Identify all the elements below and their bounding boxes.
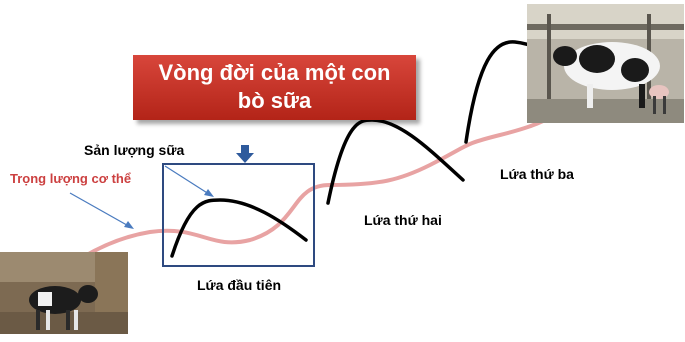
- milk-curve-first: [170, 198, 308, 258]
- title-line-1: Vòng đời của một con: [158, 60, 391, 85]
- title-banner: Vòng đời của một con bò sữa: [133, 55, 416, 120]
- down-arrow-shaft: [241, 145, 249, 154]
- title-line-2: bò sữa: [237, 88, 312, 113]
- calf-photo: [0, 252, 128, 334]
- first-lactation-label: Lứa đầu tiên: [197, 277, 282, 293]
- body-weight-curve: [23, 58, 622, 302]
- dairy-cow-photo-icon: [527, 4, 684, 123]
- milk-yield-pointer-arrow: [164, 165, 213, 197]
- body-weight-pointer-arrowhead: [124, 221, 134, 229]
- first-lactation-box: [162, 163, 315, 267]
- cow-photo: [527, 4, 684, 123]
- second-lactation-label: Lứa thứ hai: [364, 212, 442, 228]
- body-weight-label: Trọng lượng cơ thể: [10, 171, 132, 186]
- third-lactation-label: Lứa thứ ba: [500, 166, 574, 182]
- milk-curve-second: [326, 118, 465, 205]
- calf-photo-icon: [0, 252, 128, 334]
- milk-yield-label: Sản lượng sữa: [84, 142, 185, 158]
- body-weight-pointer-arrow: [69, 192, 133, 229]
- milk-yield-pointer-arrowhead: [204, 189, 214, 197]
- down-arrow-icon: [236, 153, 254, 163]
